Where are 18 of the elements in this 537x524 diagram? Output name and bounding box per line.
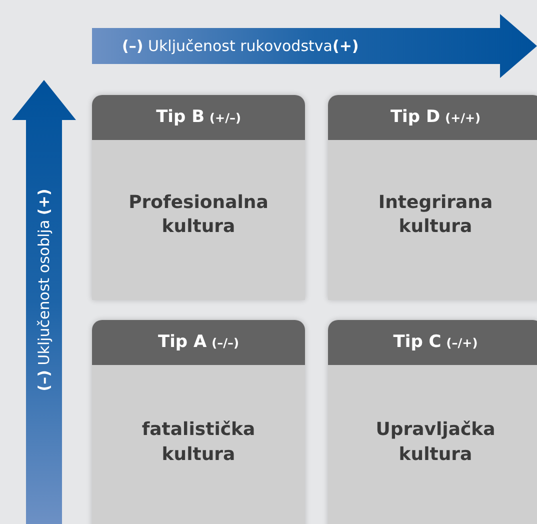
quadrant-card <box>328 320 537 524</box>
axis-label: (–) Uključenost osoblja (+) <box>35 188 53 392</box>
quadrant-card <box>92 95 305 300</box>
type-heading: Tip A <box>158 332 207 352</box>
axis-label: (–) Uključenost rukovodstva(+) <box>122 37 359 55</box>
sign-label: (–/+) <box>446 336 478 350</box>
sign-label: (+/–) <box>210 111 241 125</box>
sign-label: (–/–) <box>212 336 240 350</box>
culture-name: Profesionalna kultura <box>128 190 270 239</box>
quadrant-card <box>92 320 305 524</box>
quadrant-card <box>328 95 537 300</box>
culture-name: fatalistička kultura <box>140 418 256 466</box>
type-heading: Tip D <box>390 107 440 127</box>
culture-name: Upravljačka kultura <box>374 418 496 466</box>
type-heading: Tip B <box>156 107 205 127</box>
type-heading: Tip C <box>393 332 442 352</box>
culture-name: Integrirana kultura <box>377 190 494 239</box>
sign-label: (+/+) <box>445 111 481 125</box>
